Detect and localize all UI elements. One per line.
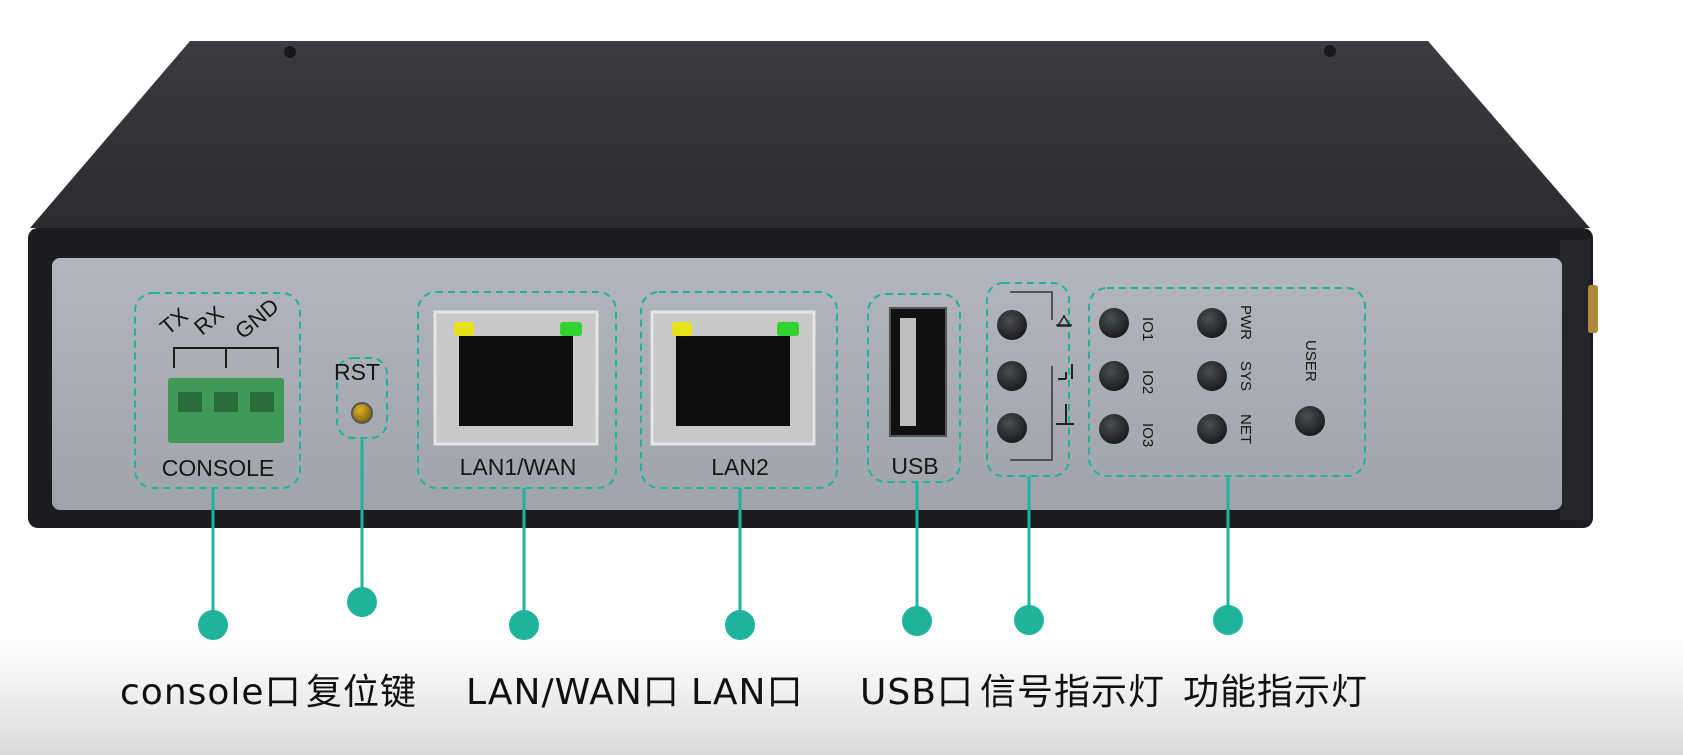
lan2-port-group: LAN2 <box>640 291 838 489</box>
console-terminal-slot-1 <box>178 392 202 412</box>
usb-port-tongue <box>900 318 916 426</box>
reset-button[interactable] <box>351 402 373 424</box>
screw-right <box>1324 45 1336 57</box>
console-terminal-slot-3 <box>250 392 274 412</box>
lan1-dashed-box <box>417 291 617 489</box>
lan2-label: LAN2 <box>711 454 769 480</box>
usb-port-group: USB <box>867 293 961 483</box>
lan2-rj45-opening <box>676 336 790 426</box>
reset-button-group: RST <box>334 357 388 439</box>
usb-label: USB <box>891 453 938 479</box>
pwr-label: PWR <box>1237 305 1254 340</box>
callout-dot-signal <box>1014 605 1044 635</box>
signal-full-bars-icon <box>1056 404 1074 425</box>
console-terminal-slot-2 <box>214 392 238 412</box>
lan2-led-green <box>777 322 799 336</box>
signal-antenna-icon <box>1056 314 1072 327</box>
io3-label: IO3 <box>1139 423 1156 447</box>
io2-label: IO2 <box>1139 370 1156 394</box>
lan1-wan-port-group: LAN1/WAN <box>417 291 617 489</box>
sys-led <box>1197 361 1227 391</box>
callout-dot-lan-wan <box>509 610 539 640</box>
console-dashed-box <box>134 292 301 489</box>
callout-label-function: 功能指示灯 <box>1183 672 1369 713</box>
usb-dashed-box <box>867 293 961 483</box>
callout-connectors <box>198 438 1243 640</box>
pwr-led <box>1197 308 1227 338</box>
callout-dot-function <box>1213 605 1243 635</box>
user-label: USER <box>1302 340 1319 382</box>
callout-label-console: console口 <box>120 672 302 713</box>
io1-led <box>1099 308 1129 338</box>
signal-bracket <box>1010 291 1053 461</box>
user-led <box>1295 406 1325 436</box>
callout-label-lan-wan: LAN/WAN口 <box>466 672 680 713</box>
signal-indicator-group <box>986 282 1074 477</box>
callout-dot-console <box>198 610 228 640</box>
callout-dot-rst <box>347 587 377 617</box>
io2-led <box>1099 361 1129 391</box>
rst-label: RST <box>334 359 380 385</box>
io1-label: IO1 <box>1139 317 1156 341</box>
signal-dashed-box <box>986 282 1070 477</box>
callout-label-usb: USB口 <box>860 672 974 713</box>
net-led <box>1197 414 1227 444</box>
callout-label-lan: LAN口 <box>691 672 804 713</box>
chassis-side <box>1560 240 1590 520</box>
callout-dot-usb <box>902 606 932 636</box>
lan1-led-yellow <box>454 322 474 336</box>
chassis-top <box>30 41 1590 228</box>
callout-dot-lan <box>725 610 755 640</box>
console-bracket <box>173 347 279 368</box>
callout-label-signal: 信号指示灯 <box>980 672 1166 713</box>
signal-led-2 <box>997 361 1027 391</box>
net-label: NET <box>1237 414 1254 444</box>
signal-led-1 <box>997 310 1027 340</box>
lan2-led-yellow <box>672 322 692 336</box>
lan1-led-green <box>560 322 582 336</box>
screw-left <box>284 46 296 58</box>
antenna-connector <box>1588 285 1598 333</box>
lan1-label: LAN1/WAN <box>460 454 577 480</box>
io3-led <box>1099 414 1129 444</box>
callout-label-reset: 复位键 <box>306 672 418 713</box>
usb-port[interactable] <box>889 307 947 437</box>
signal-led-3 <box>997 413 1027 443</box>
console-label: CONSOLE <box>162 455 274 481</box>
signal-strength-bars-icon <box>1058 364 1073 380</box>
sys-label: SYS <box>1237 361 1254 391</box>
lan1-rj45-opening <box>459 336 573 426</box>
